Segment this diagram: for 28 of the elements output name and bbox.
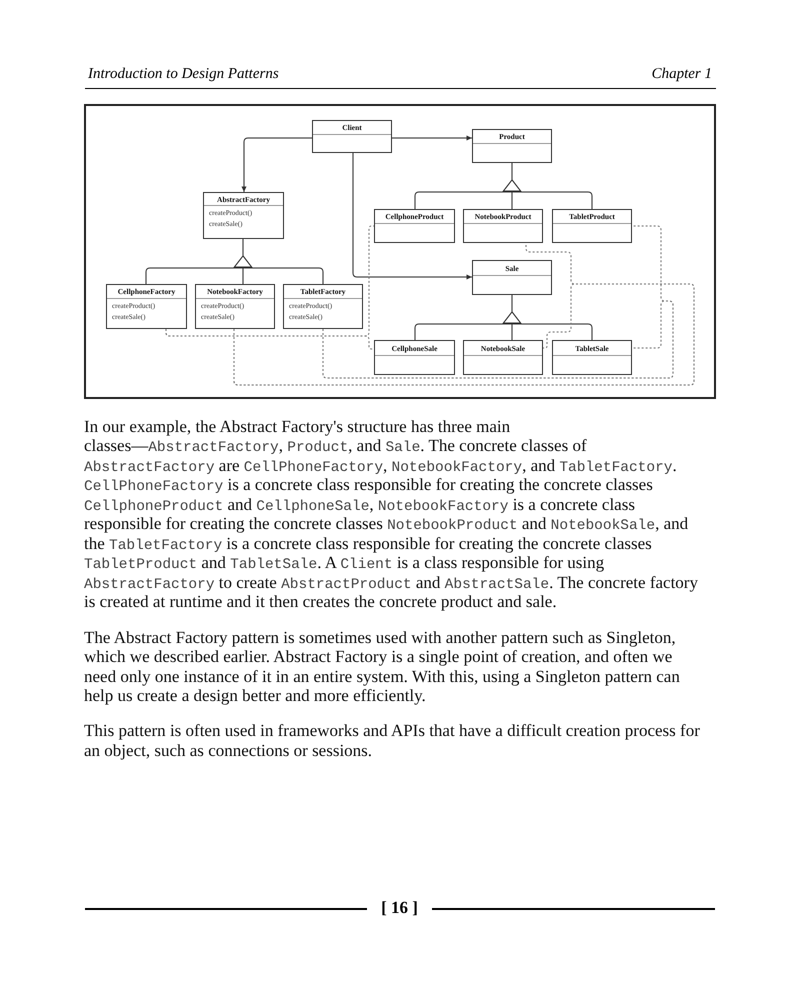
generalization-arrow	[503, 162, 592, 210]
page-number: [ 16 ]	[381, 897, 418, 919]
running-header: Introduction to Design Patterns	[88, 65, 279, 84]
arrow	[392, 136, 472, 140]
class-box	[374, 209, 455, 243]
dashed-line	[166, 328, 374, 350]
paragraph: The Abstract Factory pattern is sometimes used with another pattern such as Singleton, which we described earlier. Abstract Factory is a single point of creation, and often we need only one instance of it in an entire system. With this, using a Singleton pattern can help us create a design better and more efficiently.	[84, 628, 681, 706]
arrow	[242, 138, 312, 192]
chapter-label: Chapter 1	[652, 65, 712, 84]
class-box	[106, 284, 187, 329]
class-box	[552, 340, 632, 375]
paragraph: This pattern is often used in frameworks and APIs that have a difficult creation process for an object, such as connections or sessions.	[84, 721, 701, 760]
paragraph: In our example, the Abstract Factory's structure has three main classes—AbstractFactory, Product, and Sale. The concrete classes of AbstractFactory are CellPhoneFactory, NotebookFactory, and TabletFactory. CellPhoneFactory is a concrete class responsible for creating the concrete classes CellphoneProduct and CellphoneSale, NotebookFactory is a concrete class responsible for creating the concrete classes NotebookProduct and NotebookSale, and the TabletFactory is a concrete class responsible for creating the concrete classes TabletProduct and TabletSale. A Client is a class responsible for using AbstractFactory to create AbstractProduct and AbstractSale. The concrete factory is created at runtime and it then creates the concrete product and sale.	[84, 417, 699, 612]
class-box	[463, 340, 543, 375]
dashed-line	[234, 284, 694, 386]
class-box	[312, 120, 392, 153]
generalization-arrow	[234, 238, 324, 284]
dashed-line	[322, 300, 674, 378]
class-box	[203, 192, 284, 239]
class-box	[195, 284, 275, 329]
arrow	[352, 152, 472, 280]
class-box	[472, 260, 552, 295]
class-box	[283, 284, 363, 329]
class-box	[374, 340, 455, 375]
class-box	[472, 129, 552, 163]
class-box	[552, 209, 632, 243]
class-box	[463, 209, 543, 243]
generalization-arrow	[503, 294, 592, 340]
